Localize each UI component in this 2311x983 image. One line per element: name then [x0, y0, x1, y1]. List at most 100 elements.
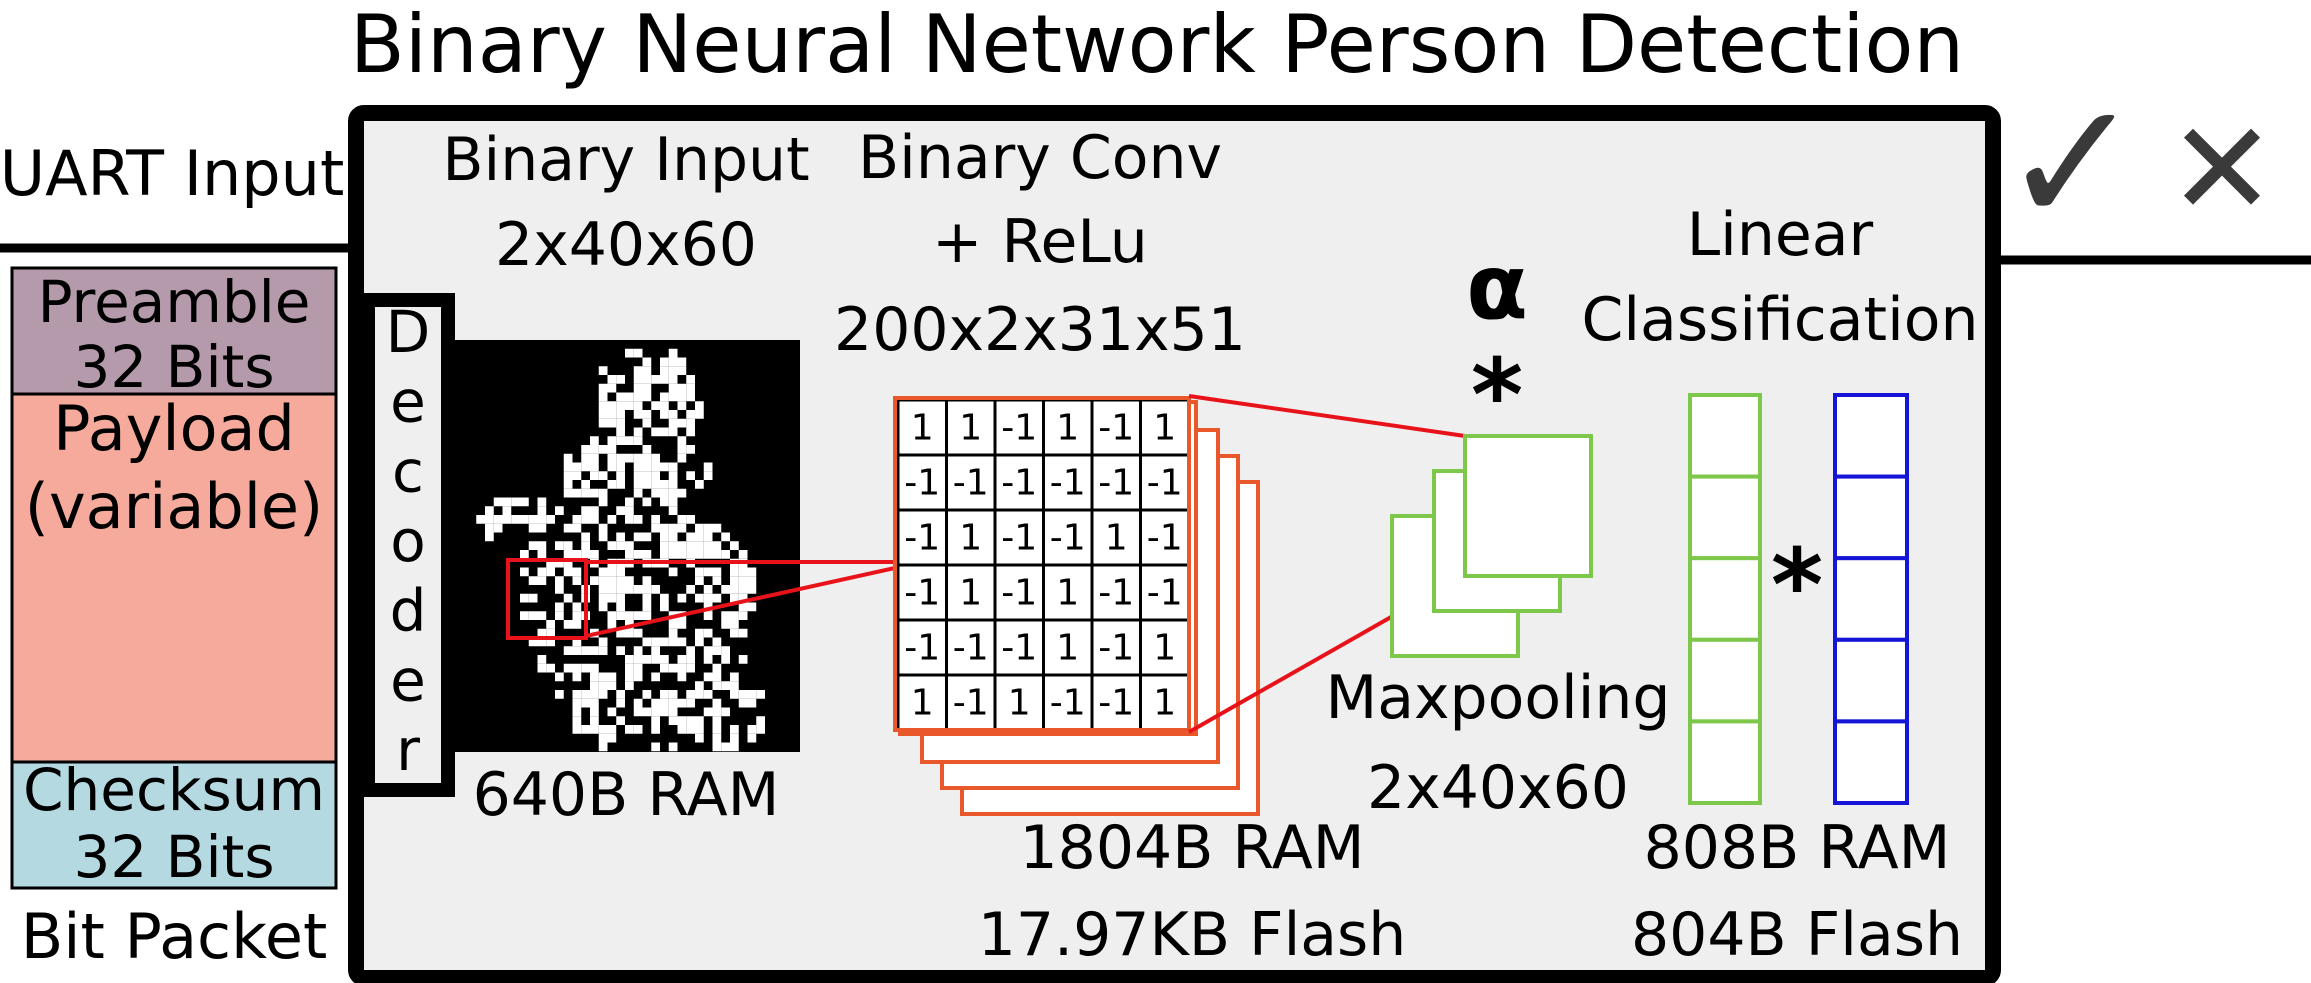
kernel-weight: -1 [1050, 683, 1086, 724]
silhouette-pixel [677, 716, 687, 725]
silhouette-pixel [520, 515, 529, 524]
silhouette-pixel [590, 436, 599, 445]
silhouette-pixel [572, 471, 582, 480]
silhouette-pixel [633, 480, 643, 489]
binary-conv-relu: + ReLu [932, 207, 1148, 277]
silhouette-pixel [642, 418, 652, 428]
silhouette-pixel [633, 436, 643, 445]
silhouette-pixel [642, 357, 652, 367]
silhouette-pixel [651, 375, 660, 384]
kernel-weight: 1 [1105, 518, 1128, 559]
silhouette-pixel [660, 462, 669, 472]
bit-packet: Preamble 32 Bits Payload (variable) Chec… [10, 266, 338, 891]
kernel-weight: -1 [1098, 408, 1134, 449]
silhouette-pixel [485, 532, 494, 542]
silhouette-pixel [668, 418, 678, 428]
silhouette-pixel [555, 576, 564, 585]
silhouette-pixel [563, 646, 573, 655]
silhouette-pixel [677, 445, 687, 454]
silhouette-pixel [756, 716, 765, 725]
kernel-weight: 1 [1153, 683, 1176, 724]
silhouette-pixel [607, 576, 617, 585]
silhouette-pixel [730, 628, 739, 638]
silhouette-pixel [730, 585, 739, 594]
silhouette-pixel [651, 716, 660, 725]
silhouette-pixel [546, 515, 555, 524]
silhouette-pixel [668, 690, 678, 699]
silhouette-pixel [660, 637, 669, 647]
silhouette-pixel [581, 445, 590, 454]
silhouette-pixel [642, 602, 652, 612]
linear-ram: 808B RAM [1644, 813, 1951, 883]
silhouette-pixel [730, 733, 739, 743]
silhouette-pixel [651, 707, 660, 717]
silhouette-pixel [520, 593, 529, 603]
silhouette-pixel [703, 707, 713, 717]
silhouette-pixel [651, 637, 660, 647]
silhouette-pixel [730, 541, 739, 550]
silhouette-pixel [598, 725, 608, 734]
silhouette-pixel [598, 401, 608, 410]
silhouette-pixel [590, 672, 599, 682]
silhouette-pixel [677, 541, 687, 550]
silhouette-pixel [607, 383, 617, 393]
silhouette-pixel [695, 567, 704, 577]
silhouette-pixel [747, 733, 757, 743]
silhouette-pixel [642, 497, 652, 507]
silhouette-pixel [598, 445, 608, 454]
silhouette-pixel [642, 471, 652, 480]
weight-cell [1833, 637, 1909, 724]
kernel-weight: 1 [1153, 408, 1176, 449]
silhouette-pixel [598, 567, 608, 577]
silhouette-pixel [738, 690, 748, 699]
weight-cell [1833, 719, 1909, 806]
silhouette-pixel [633, 698, 643, 708]
silhouette-pixel [712, 742, 722, 752]
silhouette-pixel [581, 690, 590, 699]
silhouette-pixel [695, 593, 704, 603]
silhouette-pixel [738, 602, 748, 612]
binary-conv-ram: 1804B RAM [1020, 813, 1365, 883]
silhouette-pixel [695, 532, 704, 542]
silhouette-pixel [686, 663, 695, 673]
silhouette-pixel [747, 585, 757, 594]
checksum-bits: 32 Bits [73, 823, 274, 891]
silhouette-pixel [625, 515, 634, 524]
silhouette-pixel [695, 733, 704, 743]
silhouette-pixel [660, 357, 669, 367]
silhouette-pixel [563, 488, 573, 498]
silhouette-pixel [686, 471, 695, 480]
silhouette-pixel [686, 410, 695, 419]
silhouette-pixel [616, 401, 625, 410]
silhouette-pixel [633, 515, 643, 524]
silhouette-pixel [660, 655, 669, 664]
silhouette-pixel [563, 550, 573, 559]
silhouette-pixel [528, 541, 538, 550]
silhouette-pixel [642, 392, 652, 402]
kernel-weight: -1 [953, 628, 989, 669]
silhouette-pixel [730, 620, 739, 629]
silhouette-pixel [730, 576, 739, 585]
silhouette-pixel [712, 567, 722, 577]
silhouette-pixel [590, 506, 599, 515]
silhouette-pixel [677, 593, 687, 603]
kernel-weight: -1 [1147, 518, 1183, 559]
silhouette-pixel [668, 506, 678, 515]
silhouette-pixel [537, 637, 547, 647]
silhouette-pixel [686, 716, 695, 725]
kernel-weight: 1 [959, 518, 982, 559]
silhouette-pixel [695, 690, 704, 699]
silhouette-pixel [590, 690, 599, 699]
silhouette-pixel [703, 602, 713, 612]
silhouette-pixel [607, 672, 617, 682]
silhouette-pixel [756, 690, 765, 699]
kernel-weight: -1 [904, 518, 940, 559]
checksum-label: Checksum [23, 756, 325, 824]
silhouette-pixel [668, 410, 678, 419]
silhouette-pixel [686, 515, 695, 524]
silhouette-pixel [625, 725, 634, 734]
silhouette-pixel [581, 663, 590, 673]
silhouette-pixel [607, 375, 617, 384]
silhouette-pixel [598, 576, 608, 585]
silhouette-pixel [537, 567, 547, 577]
